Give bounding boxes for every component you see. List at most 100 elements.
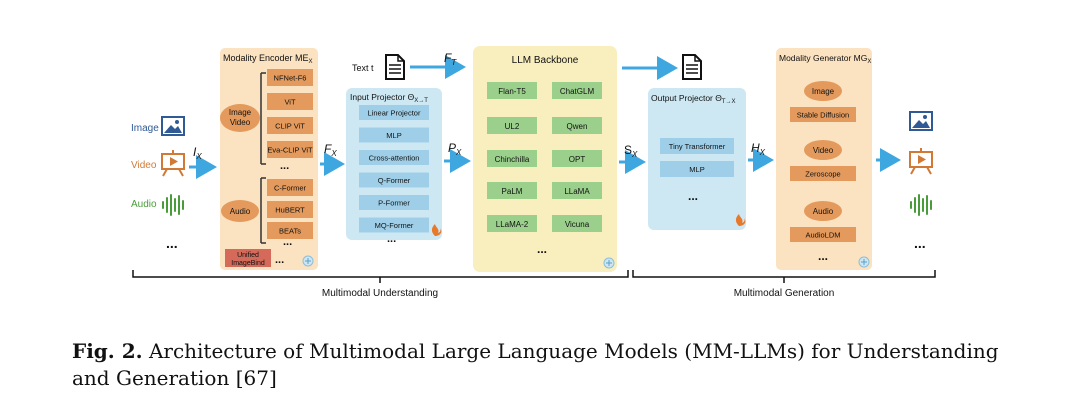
output-projector-item-label: MLP [689,165,704,174]
encoder-vision-label: NFNet-F6 [274,74,307,83]
llm-model-label: ChatGLM [560,87,595,96]
encoder-audio-box [267,179,313,196]
figure-number: Fig. 2. [72,339,143,363]
encoder-audio-label: C-Former [274,184,307,193]
encoder-vision-label: ViT [284,98,296,107]
frozen-snowflake-icon [858,256,870,268]
input-projector-item [359,195,429,210]
input-projector-item [359,217,429,233]
output-projector-ellipsis: ... [688,189,698,203]
encoder-group-audio-label: Audio [230,207,251,216]
llm-model-box [552,82,602,99]
llm-model-box [487,150,537,167]
input-video-label: Video [131,160,157,171]
llm-model-label: UL2 [505,122,520,131]
encoder-audio-box [267,201,313,218]
generator-modality-label: Image [812,87,835,96]
input-audio-label: Audio [131,199,157,210]
label-sx: SX [624,143,638,159]
output-image-icon [909,111,933,131]
llm-model-box [552,182,602,199]
label-px: PX [448,141,462,157]
encoder-vision-box [267,117,313,134]
generator-modality-ellipse [804,140,842,160]
video-icon [161,150,185,177]
llm-model-label: LLaMA [564,187,590,196]
frozen-snowflake-icon [302,255,314,267]
input-projector-item [359,127,429,143]
encoder-vision-label: Eva-CLIP ViT [267,146,313,155]
output-projector-item-label: Tiny Transformer [669,142,726,151]
encoder-group-video-label: Video [230,118,251,127]
generator-ellipsis: ... [818,249,828,263]
input-projector-list: Linear ProjectorMLPCross-attentionQ-Form… [359,105,429,233]
frozen-snowflake-icon [603,257,615,269]
modality-generator-title: Modality Generator MGX [779,53,871,65]
generator-model-label: AudioLDM [805,231,840,240]
unified-imagebind-box [225,249,271,267]
llm-model-box [487,117,537,134]
generator-model-box [790,107,856,122]
encoder-audio-bracket [260,177,266,244]
encoder-bottom-ellipsis: ... [275,254,284,266]
encoder-vision-box [267,69,313,86]
input-projector-item [359,150,429,165]
generator-modality-ellipse [804,81,842,101]
llm-model-box [552,150,602,167]
generator-modality-label: Video [813,146,834,155]
encoder-group-audio [221,200,259,222]
llm-model-box [552,117,602,134]
encoder-vision-bracket [260,72,266,165]
llm-model-label: Qwen [567,122,588,131]
output-projector-item [660,138,734,154]
unified-label: Unified [237,252,259,259]
multimodal-understanding-label: Multimodal Understanding [322,288,438,299]
trainable-flame-icon [735,214,746,226]
encoder-audio-label: HuBERT [275,206,305,215]
multimodal-generation-label: Multimodal Generation [734,288,835,299]
generator-model-box [790,227,856,242]
output-projector-panel [648,88,746,230]
output-projector-title: Output Projector ΘT→X [651,93,736,105]
llm-model-label: Flan-T5 [498,87,526,96]
output-projector-item [660,161,734,177]
llm-model-box [552,215,602,232]
input-projector-item [359,105,429,120]
label-fx: FX [324,142,337,158]
llm-model-label: Vicuna [565,220,590,229]
figure-caption: Fig. 2. Architecture of Multimodal Large… [72,338,1002,392]
text-t-label: Text t [352,63,374,73]
audio-waveform-icon [162,194,184,216]
image-icon [161,116,185,136]
generation-brace [632,270,936,278]
input-projector-item [359,172,429,188]
encoder-vision-label: CLIP ViT [275,122,305,131]
input-projector-item-label: Cross-attention [369,154,420,163]
input-image-label: Image [131,123,159,134]
input-ellipsis: ... [166,235,178,251]
input-projector-item-label: MLP [386,131,401,140]
llm-model-box [487,215,537,232]
input-projector-item-label: MQ-Former [375,221,414,230]
encoder-vision-box [267,93,313,110]
output-document-icon [682,54,702,80]
encoder-audio-box [267,222,313,239]
llm-model-label: PaLM [502,187,523,196]
encoder-audio-ellipsis: ... [283,236,292,248]
input-projector-item-label: Linear Projector [368,109,421,118]
llm-backbone-title: LLM Backbone [512,55,579,66]
llm-model-label: LLaMA-2 [496,220,529,229]
llm-model-label: Chinchilla [495,155,530,164]
modality-encoder-title: Modality Encoder MEX [223,53,313,65]
encoder-group-image-label: Image [229,108,252,117]
generator-model-box [790,166,856,181]
encoder-vision-box [267,141,313,158]
encoder-vision-ellipsis: ... [280,160,289,172]
output-audio-waveform-icon [910,194,932,216]
figure-caption-text: Architecture of Multimodal Large Languag… [72,339,999,390]
label-hx: HX [751,141,766,157]
